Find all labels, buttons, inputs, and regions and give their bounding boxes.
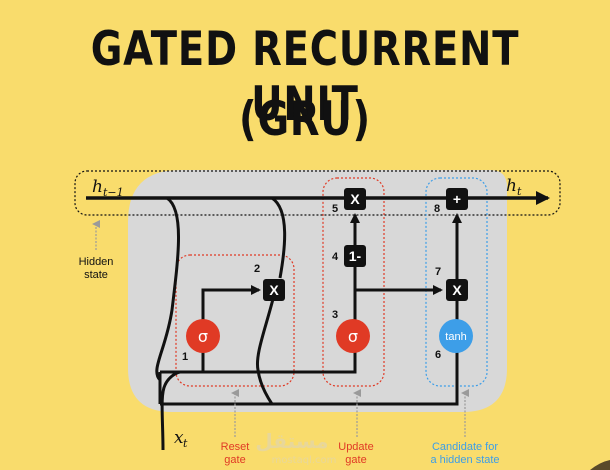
svg-text:x: x — [174, 428, 184, 448]
h-out-label: h t — [506, 176, 522, 198]
h-prev-branch-reset — [271, 196, 287, 279]
step-3: 3 — [332, 309, 338, 321]
h-prev-label: h t−1 — [92, 177, 124, 199]
svg-text:h: h — [92, 177, 103, 197]
svg-text:t: t — [517, 185, 522, 198]
candidate-label-line1: Candidate for — [432, 441, 498, 453]
step-5: 5 — [332, 203, 338, 215]
update-gate-label-line2: gate — [345, 454, 366, 466]
candidate-label-line2: a hidden state — [430, 454, 499, 466]
watermark-arabic: مستقل — [255, 429, 328, 453]
watermark-latin: mostaql.com — [272, 455, 337, 466]
add-node: + — [446, 188, 468, 210]
multiply-update-node: X — [344, 188, 366, 210]
x-input-label: x t — [174, 428, 188, 450]
step-8: 8 — [434, 203, 440, 215]
svg-text:t: t — [183, 437, 188, 450]
hidden-state-band — [74, 170, 561, 216]
multiply-candidate-node: X — [446, 279, 468, 301]
cell-background — [128, 170, 507, 412]
svg-text:t−1: t−1 — [103, 186, 124, 199]
svg-text:h: h — [506, 176, 517, 196]
step-4: 4 — [332, 251, 339, 263]
input-to-tanh-line — [160, 350, 459, 406]
multiply-reset-node: X — [263, 279, 285, 301]
svg-text:σ: σ — [348, 327, 358, 346]
svg-text:X: X — [269, 282, 279, 298]
svg-text:X: X — [350, 191, 360, 207]
step-1: 1 — [182, 351, 188, 363]
svg-text:tanh: tanh — [445, 331, 466, 343]
step-6: 6 — [435, 349, 441, 361]
reset-gate-label-line2: gate — [224, 454, 245, 466]
step-2: 2 — [254, 263, 260, 275]
h-prev-branch-left — [155, 196, 180, 382]
input-to-gates-line — [160, 350, 357, 374]
hidden-state-label-line1: Hidden — [79, 256, 114, 268]
step-7: 7 — [435, 266, 441, 278]
x-input-line — [160, 370, 181, 451]
tanh-node: tanh — [439, 319, 473, 353]
hidden-state-label-line2: state — [84, 269, 108, 281]
one-minus-node: 1- — [344, 245, 366, 267]
svg-text:X: X — [452, 282, 462, 298]
diagram-title-line1: GATED RECURRENT UNIT — [90, 22, 520, 132]
update-gate-label-line1: Update — [338, 441, 373, 453]
reset-gate-region — [175, 254, 295, 387]
corner-decoration — [590, 460, 610, 470]
reset-gate-label-line1: Reset — [221, 441, 250, 453]
reset-sigmoid-node: σ — [186, 319, 220, 353]
reset-output-line — [255, 298, 275, 405]
svg-text:+: + — [453, 191, 461, 207]
svg-text:σ: σ — [198, 327, 208, 346]
update-sigmoid-node: σ — [336, 319, 370, 353]
svg-text:1-: 1- — [349, 248, 362, 264]
update-gate-region — [322, 177, 385, 387]
diagram-title-line2: (GRU) — [239, 92, 371, 147]
